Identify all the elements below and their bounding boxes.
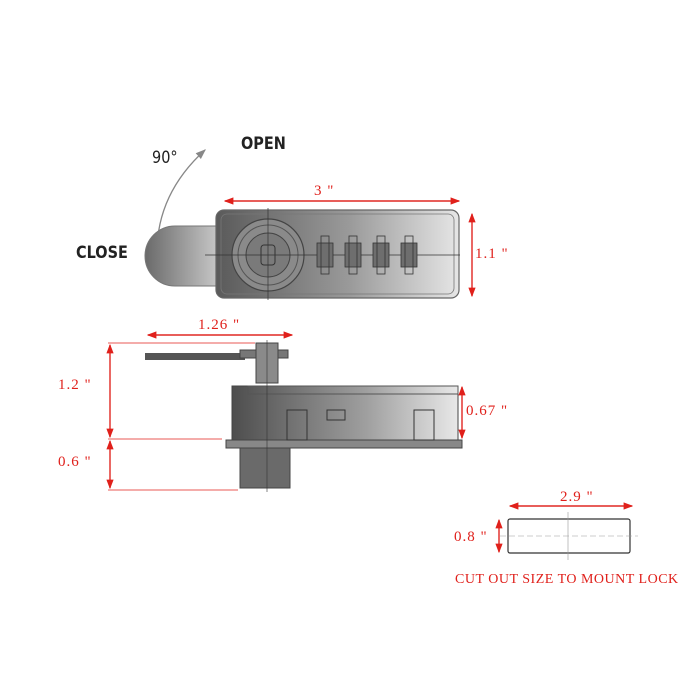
rotation-label: 90° [152, 148, 178, 168]
upper-height-dimension: 1.2 " [58, 377, 92, 393]
combination-dials [316, 235, 418, 275]
cam-length-dimension: 1.26 " [198, 317, 241, 333]
cutout-view [495, 502, 638, 560]
top-view [144, 149, 476, 300]
width-dimension: 3 " [314, 183, 335, 199]
open-label: OPEN [241, 134, 286, 154]
cutout-width-dimension: 2.9 " [560, 489, 594, 505]
cutout-height-dimension: 0.8 " [454, 529, 488, 545]
cam-arm [145, 353, 245, 360]
cylinder-barrel [239, 447, 291, 489]
cutout-caption: CUT OUT SIZE TO MOUNT LOCK [455, 572, 679, 587]
height-dimension: 1.1 " [475, 246, 509, 262]
side-view [106, 331, 466, 492]
body-height-dimension: 0.67 " [466, 403, 509, 419]
lower-height-dimension: 0.6 " [58, 454, 92, 470]
close-label: CLOSE [76, 243, 128, 263]
cam-tongue [144, 225, 226, 287]
